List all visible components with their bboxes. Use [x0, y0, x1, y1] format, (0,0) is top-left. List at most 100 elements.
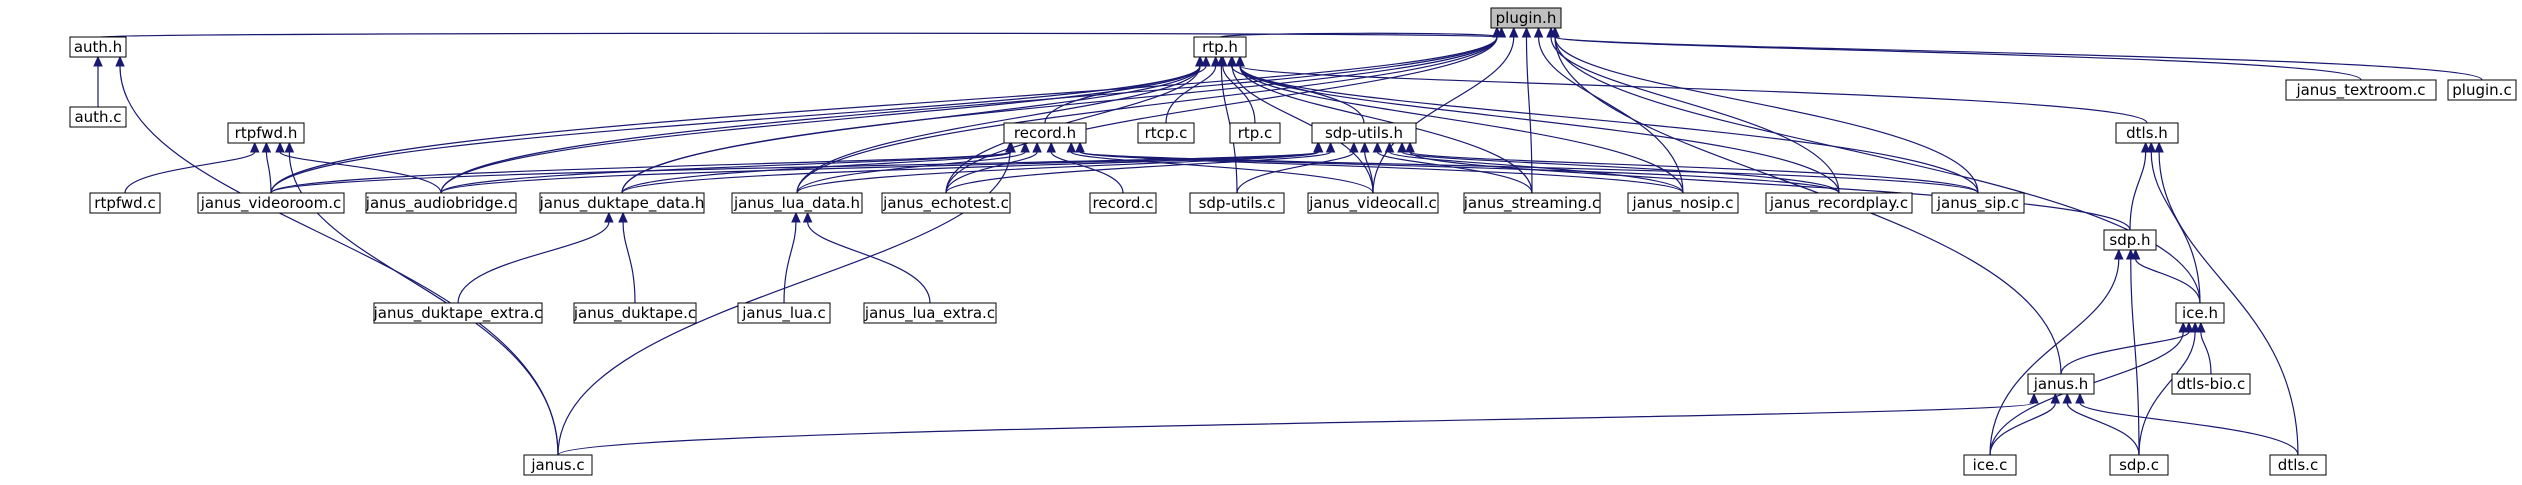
- node-janus-lua-data-h[interactable]: janus_lua_data.h: [731, 192, 863, 214]
- node-dtls-c[interactable]: dtls.c: [2269, 454, 2327, 476]
- node-rtpfwd-h[interactable]: rtpfwd.h: [227, 122, 305, 144]
- node-label: janus.h: [2033, 375, 2088, 393]
- node-rtcp-c[interactable]: rtcp.c: [1137, 122, 1195, 144]
- node-janus-h[interactable]: janus.h: [2027, 373, 2095, 395]
- node-ice-h[interactable]: ice.h: [2175, 302, 2225, 324]
- node-box: [1463, 192, 1601, 214]
- node-box: [737, 302, 831, 324]
- node-sdp-utils-h[interactable]: sdp-utils.h: [1311, 122, 1417, 144]
- node-label: rtcp.c: [1145, 124, 1188, 142]
- edge-record_h-record_c: [1050, 151, 1124, 194]
- node-sdp-h[interactable]: sdp.h: [2103, 229, 2157, 251]
- node-janus-lua-c[interactable]: janus_lua.c: [737, 302, 831, 324]
- node-ice-c[interactable]: ice.c: [1963, 454, 2017, 476]
- node-janus-duktape-c[interactable]: janus_duktape.c: [573, 302, 697, 324]
- node-janus-sip-c[interactable]: janus_sip.c: [1931, 192, 2025, 214]
- node-janus-videoroom-c[interactable]: janus_videoroom.c: [197, 192, 345, 214]
- node-label: plugin.h: [1496, 9, 1557, 27]
- edge-sdp_utils_h-janus_recordplay_c: [1401, 151, 1840, 194]
- node-box: [881, 192, 1011, 214]
- edge-ice_h-sdp_c: [2138, 331, 2196, 456]
- node-box: [1311, 122, 1417, 144]
- arrowhead-record_h-janus_videocall_c: [1066, 141, 1077, 153]
- node-auth-h[interactable]: auth.h: [69, 36, 127, 58]
- arrowhead-ice_h-ice_c: [2178, 321, 2188, 333]
- node-layer: plugin.h auth.h rtp.h janus_textroom.c plugi…: [69, 7, 2517, 476]
- arrowhead-record_h-janus_sip_c: [1075, 141, 1085, 153]
- edge-sdp_utils_h-janus_nosip_c: [1388, 151, 1684, 194]
- edge-plugin_h-auth_h: [97, 32, 1498, 38]
- node-label: janus_duktape_extra.c: [373, 304, 543, 323]
- node-box: [227, 122, 305, 144]
- arrowhead-sdp_utils_h-janus_echotest_c: [1325, 141, 1336, 153]
- node-box: [197, 192, 345, 214]
- node-box: [1931, 192, 2025, 214]
- node-label: janus_echotest.c: [882, 194, 1009, 213]
- node-rtp-c[interactable]: rtp.c: [1229, 122, 1281, 144]
- node-box: [2171, 373, 2251, 395]
- node-record-c[interactable]: record.c: [1089, 192, 1157, 214]
- node-label: rtpfwd.h: [235, 124, 298, 142]
- node-janus-audiobridge-c[interactable]: janus_audiobridge.c: [365, 192, 517, 214]
- arrowhead-rtp_h-janus_videocall_c: [1227, 55, 1238, 67]
- node-janus-textroom-c[interactable]: janus_textroom.c: [2285, 79, 2437, 101]
- arrowhead-rtpfwd_h-janus_audiobridge_c: [275, 141, 285, 153]
- node-box: [863, 302, 997, 324]
- edge-sdp_utils_h-sdp_utils_c: [1236, 151, 1355, 194]
- edge-rtp_h-rtp_c: [1222, 65, 1256, 124]
- node-janus-nosip-c[interactable]: janus_nosip.c: [1627, 192, 1739, 214]
- node-box: [2103, 229, 2157, 251]
- node-rtp-h[interactable]: rtp.h: [1193, 36, 1247, 58]
- node-plugin-c[interactable]: plugin.c: [2447, 79, 2517, 101]
- arrowhead-rtp_h-sdp_utils_c: [1216, 55, 1227, 67]
- arrowhead-sdp_utils_h-janus_nosip_c: [1384, 141, 1395, 153]
- node-janus-streaming-c[interactable]: janus_streaming.c: [1463, 192, 1601, 214]
- node-label: janus_streaming.c: [1463, 194, 1600, 213]
- node-janus-lua-extra-c[interactable]: janus_lua_extra.c: [863, 302, 997, 324]
- node-box: [89, 192, 161, 214]
- node-sdp-c[interactable]: sdp.c: [2109, 454, 2169, 476]
- node-box: [1137, 122, 1195, 144]
- arrowhead-plugin_h-janus_videocall_c: [1508, 26, 1519, 38]
- arrowhead-ice_h-dtls_bio_c: [2196, 321, 2206, 333]
- arrowhead-rtpfwd_h-janus_c: [284, 141, 295, 153]
- node-janus-recordplay-c[interactable]: janus_recordplay.c: [1765, 192, 1913, 214]
- node-record-h[interactable]: record.h: [1003, 122, 1087, 144]
- node-rtpfwd-c[interactable]: rtpfwd.c: [89, 192, 161, 214]
- node-label: ice.h: [2182, 304, 2218, 322]
- node-label: ice.c: [1973, 456, 2008, 474]
- node-dtls-bio-c[interactable]: dtls-bio.c: [2171, 373, 2251, 395]
- node-label: dtls.c: [2278, 456, 2318, 474]
- node-label: janus.c: [530, 456, 584, 474]
- arrowhead-sdp_utils_h-sdp_utils_c: [1349, 141, 1359, 153]
- node-janus-duktape-extra-c[interactable]: janus_duktape_extra.c: [373, 302, 543, 324]
- edge-record_h-janus_echotest_c: [945, 151, 1038, 194]
- arrowhead-dtls_h-sdp_h: [2140, 141, 2151, 153]
- node-plugin-h[interactable]: plugin.h: [1490, 7, 1562, 29]
- arrowhead-dtls_h-dtls_c: [2154, 141, 2164, 153]
- node-dtls-h[interactable]: dtls.h: [2115, 122, 2179, 144]
- node-label: auth.h: [74, 38, 122, 56]
- node-janus-echotest-c[interactable]: janus_echotest.c: [881, 192, 1011, 214]
- node-label: janus_lua.c: [741, 304, 826, 323]
- edge-plugin_h-janus_nosip_c: [1537, 36, 1684, 194]
- edge-janus_lua_data_h-janus_lua_c: [783, 221, 797, 304]
- edge-sdp_utils_h-janus_sip_c: [1409, 151, 1979, 194]
- edge-plugin_h-janus_textroom_c: [1554, 36, 2362, 81]
- node-box: [1003, 122, 1087, 144]
- node-auth-c[interactable]: auth.c: [69, 106, 127, 128]
- node-label: janus_videocall.c: [1308, 194, 1436, 213]
- edge-record_h-janus_lua_data_h: [796, 151, 1026, 194]
- arrowhead-janus_h-ice_c: [2050, 392, 2061, 404]
- edge-rtp_h-janus_recordplay_c: [1239, 65, 1840, 194]
- node-sdp-utils-c[interactable]: sdp-utils.c: [1189, 192, 1285, 214]
- node-janus-duktape-data-h[interactable]: janus_duktape_data.h: [539, 192, 705, 214]
- node-janus-videocall-c[interactable]: janus_videocall.c: [1307, 192, 1439, 214]
- node-janus-c[interactable]: janus.c: [523, 454, 593, 476]
- edge-rtpfwd_h-janus_videoroom_c: [265, 151, 272, 194]
- edge-dtls_h-ice_h: [2150, 151, 2201, 304]
- edge-rtp_h-dtls_h: [1239, 65, 2148, 124]
- edge-plugin_h-janus_sip_c: [1554, 36, 1979, 194]
- node-box: [2285, 79, 2437, 101]
